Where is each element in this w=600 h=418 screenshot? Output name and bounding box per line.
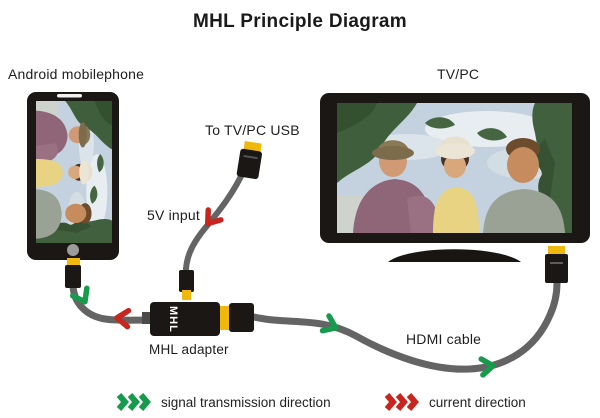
- hdmi-plug-tv-icon: [545, 246, 568, 283]
- signal-arrow-hdmi-2: [478, 356, 496, 378]
- hdmi-cable-label: HDMI cable: [406, 331, 482, 347]
- hdmi-cable: [250, 279, 561, 373]
- tv-screen: [337, 103, 572, 233]
- usb-power-cable: [183, 167, 247, 272]
- legend-current-label: current direction: [429, 394, 526, 410]
- adapter-chip-label: MHL: [167, 306, 179, 333]
- legend-signal-label: signal transmission direction: [161, 394, 331, 410]
- family-photo-portrait: [36, 101, 112, 243]
- phone-screen: [36, 101, 112, 243]
- phone-home-button: [67, 244, 79, 256]
- 5v-input-label: 5V input: [147, 207, 200, 223]
- usb-connector-icon: [236, 140, 262, 180]
- tv-stand: [388, 249, 521, 262]
- signal-arrow-phone: [69, 285, 90, 305]
- tv-label: TV/PC: [437, 66, 480, 82]
- microusb-plug-phone-icon: [65, 258, 81, 288]
- current-arrow-phone: [114, 307, 132, 330]
- microusb-plug-adapter-icon: [179, 270, 194, 300]
- legend-item-current: current direction: [384, 392, 526, 412]
- hdmi-plug-adapter-icon: [229, 303, 254, 332]
- adapter-label: MHL adapter: [149, 342, 229, 357]
- current-arrow-5v: [205, 207, 224, 227]
- page-title: MHL Principle Diagram: [193, 11, 407, 32]
- green-chevrons-icon: [116, 393, 151, 411]
- legend-item-signal: signal transmission direction: [116, 392, 331, 412]
- signal-arrow-hdmi-1: [319, 313, 339, 334]
- family-photo-landscape: [337, 103, 572, 233]
- android-phone: [27, 92, 119, 260]
- red-chevrons-icon: [384, 393, 419, 411]
- phone-label: Android mobilephone: [8, 66, 145, 82]
- signal-direction-arrows: [69, 285, 496, 378]
- tv-device: [320, 93, 590, 262]
- mhl-adapter: MHL: [142, 302, 254, 336]
- usb-label: To TV/PC USB: [205, 122, 300, 138]
- phone-speaker: [57, 94, 82, 98]
- current-direction-arrows: [114, 207, 224, 330]
